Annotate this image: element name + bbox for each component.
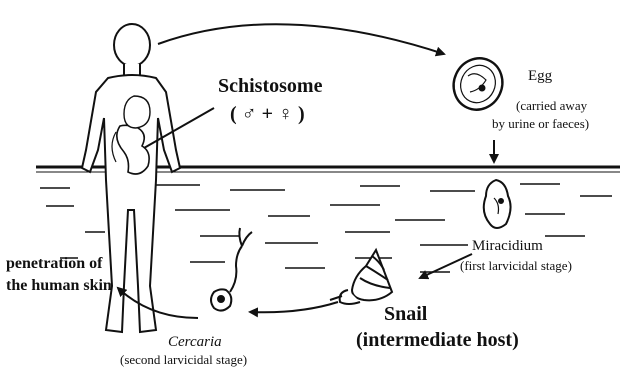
egg-label: Egg [528,68,553,84]
snail-label: Snail [384,303,428,325]
cercaria-note: (second larvicidal stage) [120,352,247,367]
egg-icon [445,50,510,117]
miracidium-icon [484,180,511,228]
cercaria-label: Cercaria [168,334,222,350]
egg-note-line2: by urine or faeces) [492,116,589,131]
schistosome-label: Schistosome [218,75,323,97]
penetration-label-line1: penetration of [6,255,103,272]
arrow-human-to-egg [158,24,444,54]
miracidium-note: (first larvicidal stage) [460,258,572,273]
snail-role-label: (intermediate host) [356,329,519,351]
schistosome-sexes-label: ( ♂ + ♀ ) [230,103,305,125]
miracidium-label: Miracidium [472,238,543,254]
cercaria-icon [211,228,252,311]
arrow-cercaria-to-skin [118,288,198,318]
egg-note-line1: (carried away [516,98,588,113]
arrow-snail-to-cercaria [250,302,338,312]
penetration-label-line2: the human skin [6,277,112,294]
